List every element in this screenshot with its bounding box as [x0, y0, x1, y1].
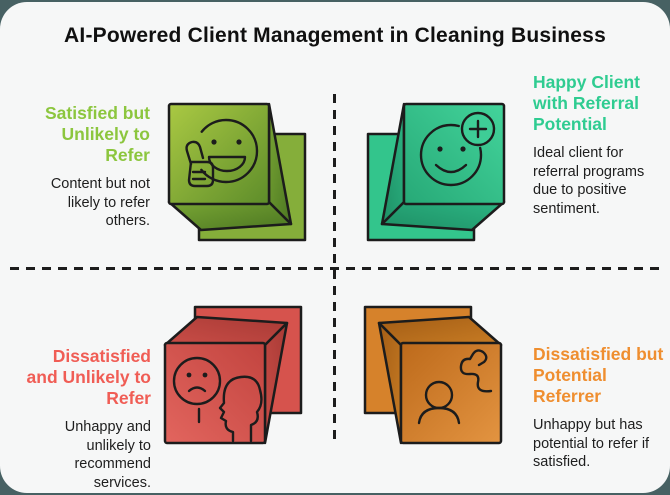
horizontal-dashed-divider: [10, 267, 660, 270]
quadrant-body: Content but not likely to refer others.: [50, 176, 150, 230]
quadrant-heading: Happy Client with Referral Potential: [533, 72, 640, 134]
satisfied-thumbs-up-cube-icon: [167, 102, 307, 242]
quadrant-dissatisfied-unlikely: Dissatisfied and Unlikely to Refer Unhap…: [18, 346, 151, 492]
quadrant-body: Ideal client for referral programs due t…: [533, 145, 645, 217]
quadrant-body: Unhappy and unlikely to recommend servic…: [64, 419, 151, 491]
quadrant-heading: Dissatisfied but Potential Referrer: [533, 344, 664, 406]
quadrant-satisfied-unlikely: Satisfied but Unlikely to Refer Content …: [20, 103, 150, 231]
happy-plus-smiley-cube-icon: [366, 102, 506, 242]
quadrant-dissatisfied-potential: Dissatisfied but Potential Referrer Unha…: [533, 344, 665, 472]
page-title: AI-Powered Client Management in Cleaning…: [64, 24, 606, 47]
quadrant-happy-referral: Happy Client with Referral Potential Ide…: [533, 72, 661, 218]
quadrant-heading: Dissatisfied and Unlikely to Refer: [26, 346, 151, 408]
sad-face-profile-cube-icon: [163, 305, 303, 445]
person-squiggle-cube-icon: [363, 305, 503, 445]
quadrant-heading: Satisfied but Unlikely to Refer: [44, 103, 150, 165]
quadrant-body: Unhappy but has potential to refer if sa…: [533, 417, 650, 471]
